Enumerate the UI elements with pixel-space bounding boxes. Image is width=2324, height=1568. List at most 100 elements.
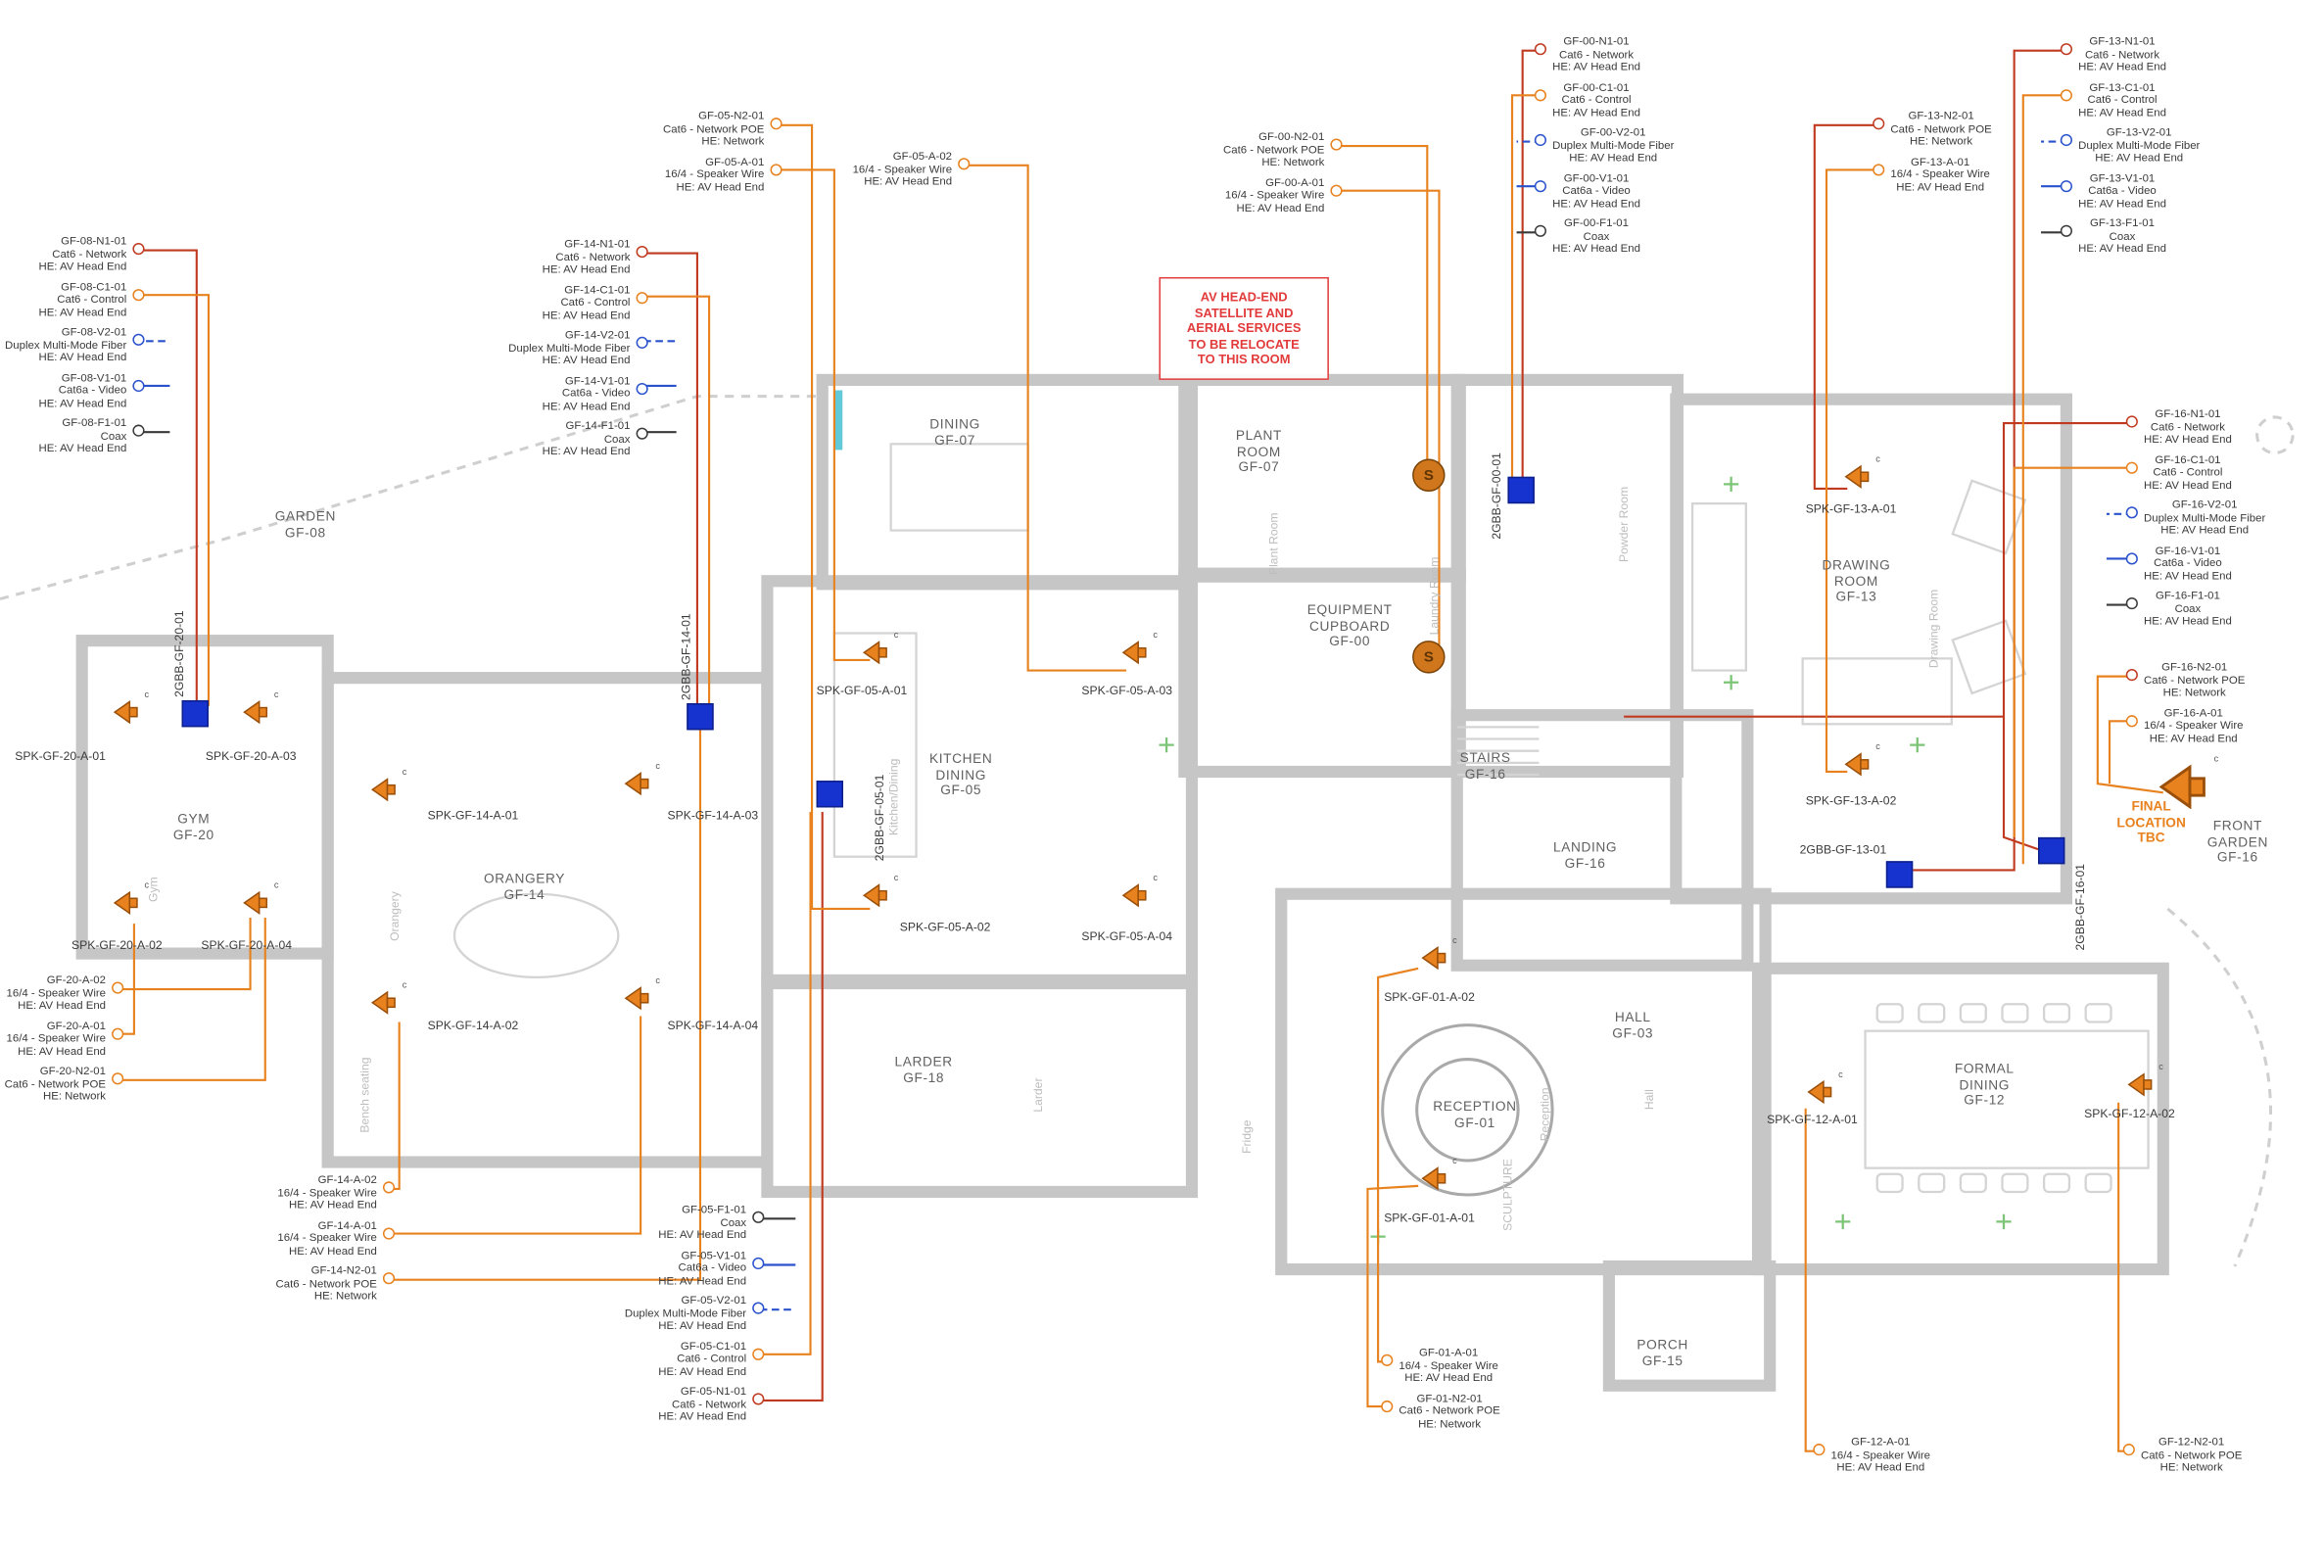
callout-id: GF-16-N1-01 — [2155, 406, 2221, 420]
callout-cable-type: Coax — [720, 1214, 747, 1229]
connector-dot — [132, 242, 145, 256]
callout-destination: HE: AV Head End — [2078, 105, 2166, 119]
callout-id: GF-14-F1-01 — [565, 418, 631, 433]
speaker-icon-spk-gf-14-a-01: c — [370, 769, 406, 809]
connector-dot — [1873, 163, 1885, 175]
callout-cable-type: 16/4 - Speaker Wire — [2144, 718, 2244, 732]
callout-id: GF-16-V2-01 — [2171, 498, 2238, 511]
callout-id: GF-05-A-02 — [892, 149, 953, 163]
speaker-label-spk-gf-05-a-03: SPK-GF-05-A-03 — [1081, 684, 1173, 697]
callout-destination: HE: AV Head End — [2160, 522, 2250, 537]
speaker-label-spk-gf-05-a-04: SPK-GF-05-A-04 — [1081, 929, 1173, 943]
speaker-ceiling-tag: c — [655, 976, 660, 987]
room-label-line: GARDEN — [2206, 833, 2268, 849]
callout-id: GF-00-C1-01 — [1563, 79, 1630, 94]
connector-dot — [112, 1026, 124, 1040]
callout-cable-type: 16/4 - Speaker Wire — [277, 1185, 377, 1199]
speaker-horn-icon — [1807, 1079, 1832, 1105]
callout-destination: HE: AV Head End — [2144, 432, 2232, 446]
connector-dot — [636, 336, 648, 349]
callout-destination: HE: AV Head End — [18, 1043, 107, 1058]
satellite-symbol-1: S — [1412, 458, 1446, 492]
room-label-line: LANDING — [1552, 839, 1618, 855]
callout-cable-type: Cat6 - Network POE — [1223, 142, 1325, 156]
callout-destination: HE: AV Head End — [1552, 196, 1640, 210]
callout-cable-type: Cat6a - Video — [561, 385, 631, 400]
connector-dot — [1330, 183, 1343, 197]
callout-destination: HE: AV Head End — [658, 1318, 747, 1332]
rotated-room-name-drawing-room: Drawing Room — [1926, 589, 1941, 669]
callout-cable-type: Cat6 - Network — [672, 1397, 747, 1410]
speaker-ceiling-tag: c — [2158, 1064, 2163, 1073]
connector-dot — [752, 1211, 765, 1223]
speaker-icon-spk-gf-05-a-04: c — [1121, 875, 1158, 915]
speaker-icon-spk-gf-12-a-01: c — [1807, 1071, 1843, 1112]
connector-dot — [1534, 133, 1547, 147]
callout-id: GF-05-A-01 — [705, 154, 765, 168]
callout-cable-type: Cat6 - Control — [677, 1351, 747, 1365]
connector-dot — [770, 163, 783, 175]
callout-id: GF-13-V2-01 — [2106, 124, 2172, 139]
callout-id: GF-13-N2-01 — [1908, 109, 1974, 122]
callout-cable-type: Coax — [2174, 600, 2202, 615]
network-box-label-2gbb-gf-14-01: 2GBB-GF-14-01 — [679, 613, 693, 700]
network-box-label-2gbb-gf-00-01: 2GBB-GF-00-01 — [1490, 452, 1503, 540]
room-label-line: KITCHEN — [928, 751, 993, 767]
rotated-room-name-plant-room: Plant Room — [1266, 512, 1281, 576]
rotated-room-name-fridge: Fridge — [1240, 1119, 1255, 1154]
speaker-ceiling-tag: c — [2213, 754, 2219, 765]
callout-id: GF-14-N1-01 — [564, 236, 631, 251]
speaker-ceiling-tag: c — [1153, 874, 1158, 884]
callout-destination: HE: AV Head End — [864, 173, 953, 188]
rotated-room-name-powder-room: Powder Room — [1617, 486, 1631, 563]
callout-id: GF-16-A-01 — [2163, 705, 2223, 719]
speaker-horn-icon — [1844, 464, 1870, 489]
room-label-line: STAIRS — [1459, 749, 1511, 766]
room-label-line: DRAWING — [1822, 557, 1891, 573]
room-label-line: ROOM — [1833, 573, 1878, 589]
room-label-line: PLANT — [1235, 427, 1283, 444]
rotated-room-name-laundry-room: Laundry Room — [1428, 556, 1442, 636]
room-label-line: DINING — [929, 416, 980, 432]
callout-cable-type: Cat6 - Control — [57, 292, 127, 306]
speaker-icon-spk-gf-14-a-03: c — [624, 763, 660, 803]
callout-destination: HE: AV Head End — [289, 1243, 377, 1258]
connector-dot — [2060, 133, 2072, 147]
speaker-ceiling-tag: c — [402, 981, 407, 991]
connector-dot — [132, 379, 145, 392]
callout-id: GF-14-V1-01 — [564, 373, 631, 387]
room-label-line: DINING — [935, 767, 986, 783]
room-label-line: PORCH — [1636, 1337, 1688, 1353]
callout-destination: HE: AV Head End — [2078, 241, 2166, 256]
speaker-icon-spk-gf-13-a-02: c — [1844, 743, 1880, 784]
speaker-label-spk-gf-20-a-03: SPK-GF-20-A-03 — [205, 749, 297, 763]
